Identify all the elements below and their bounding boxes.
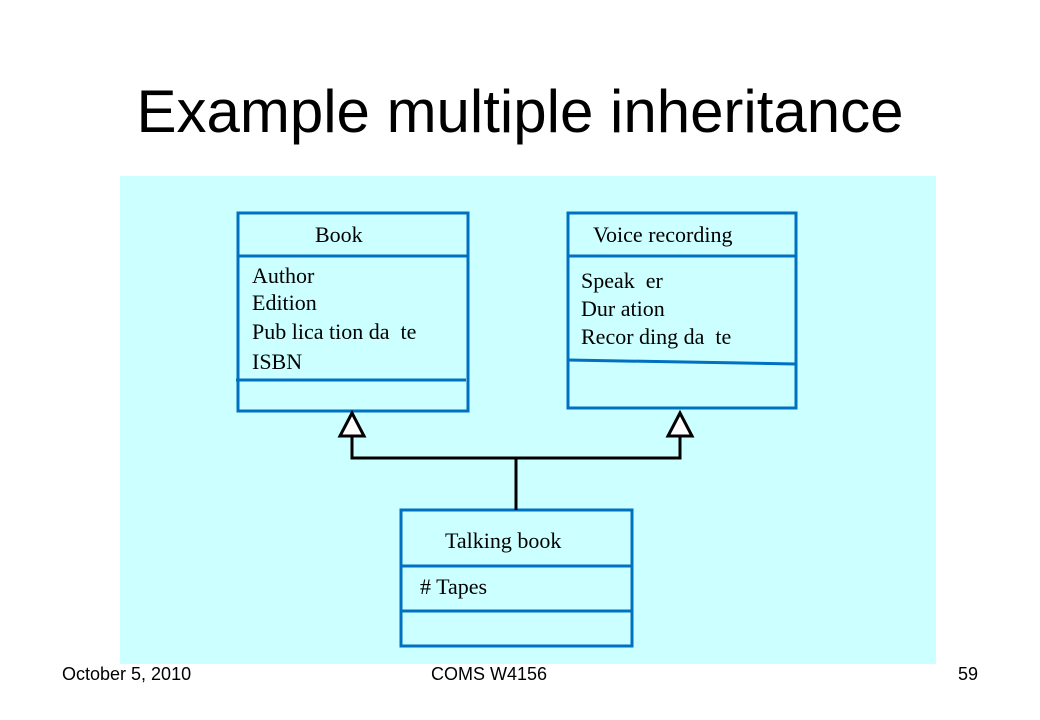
class-voice-recording-attribute-recording-date: Recor ding da te [581,324,731,349]
class-box-book-frame [236,211,470,413]
class-voice-recording-attribute-duration: Dur ation [581,296,665,321]
class-name-book: Book [315,222,363,247]
class-box-voice-recording-divider-attributes [567,358,797,366]
class-box-talking-book: Talking book # Tapes [399,508,634,648]
class-name-talking-book: Talking book [445,528,561,553]
class-book-attribute-isbn: ISBN [252,349,302,374]
class-talking-book-attribute-tapes: # Tapes [420,574,487,599]
diagram-background [120,176,936,664]
class-book-attribute-edition: Edition [252,290,317,315]
class-box-voice-recording: Voice recording Speak er Dur ation Recor… [566,211,798,410]
class-box-book: Book Author Edition Pub lica tion da te … [236,211,470,413]
slide-title: Example multiple inheritance [136,78,904,145]
class-book-attribute-publication-date: Pub lica tion da te [252,319,416,344]
class-box-voice-recording-frame [566,211,798,410]
footer-course: COMS W4156 [431,664,548,684]
uml-class-diagram: Book Author Edition Pub lica tion da te … [120,176,936,664]
footer-page-number: 59 [957,664,978,684]
class-name-voice-recording: Voice recording [593,222,733,247]
class-voice-recording-attribute-speaker: Speak er [581,268,664,293]
class-book-attribute-author: Author [252,263,315,288]
footer-date: October 5, 2010 [62,664,192,684]
generalization-connectors [337,409,695,510]
